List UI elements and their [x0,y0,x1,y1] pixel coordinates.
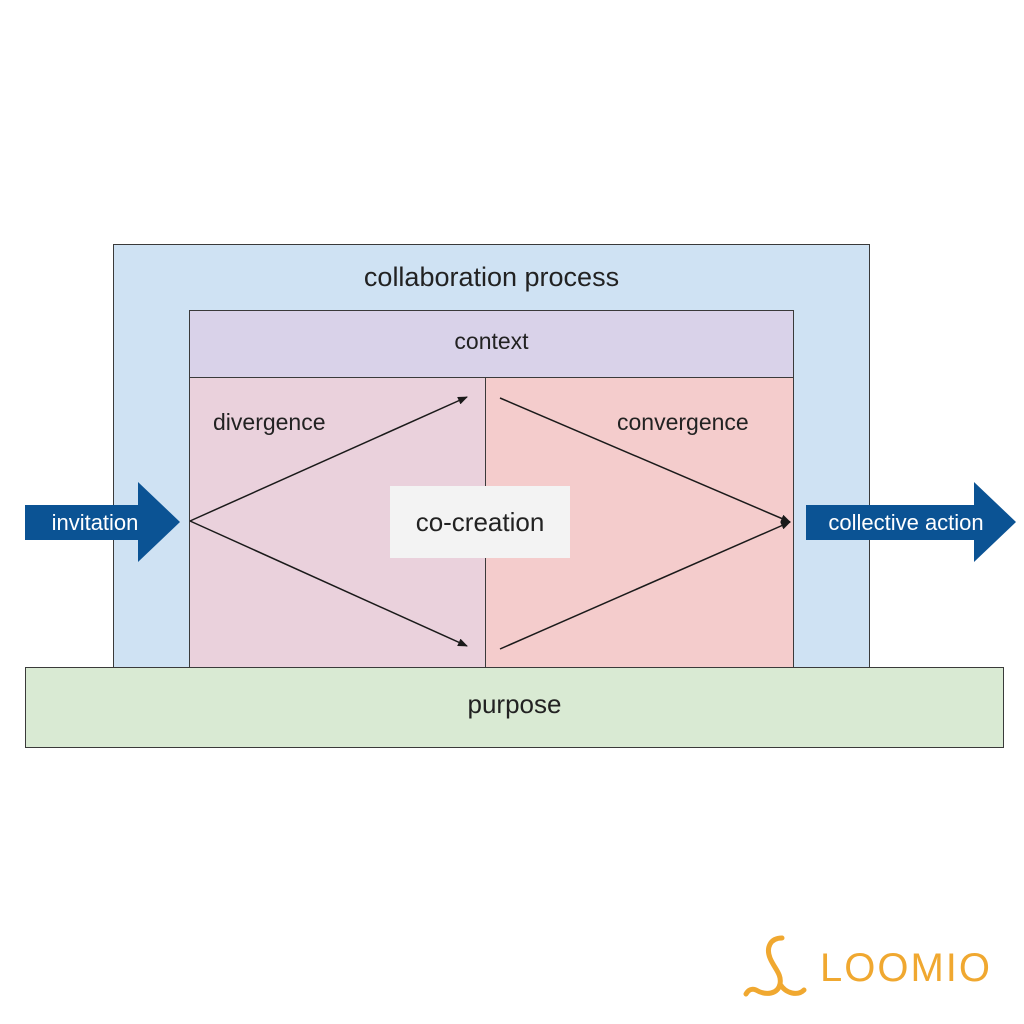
convergence-upper-line [499,397,791,523]
divergence-lower-line [189,520,468,647]
purpose-box [25,667,1004,748]
loomio-loop-icon [743,935,807,997]
divergence-label: divergence [213,409,326,435]
purpose-label: purpose [467,689,562,719]
loomio-logo-text: LOOMIO [820,946,993,990]
context-label: context [454,328,529,354]
co-creation-label: co-creation [390,486,570,558]
convergence-lower-line [499,521,791,650]
collective-action-label: collective action [828,510,984,535]
invitation-label: invitation [51,510,139,535]
collective-action-arrow [806,482,1016,562]
divergence-upper-line [189,396,468,522]
convergence-label: convergence [617,409,749,435]
collaboration-process-label: collaboration process [363,262,620,292]
invitation-arrow [25,482,180,562]
